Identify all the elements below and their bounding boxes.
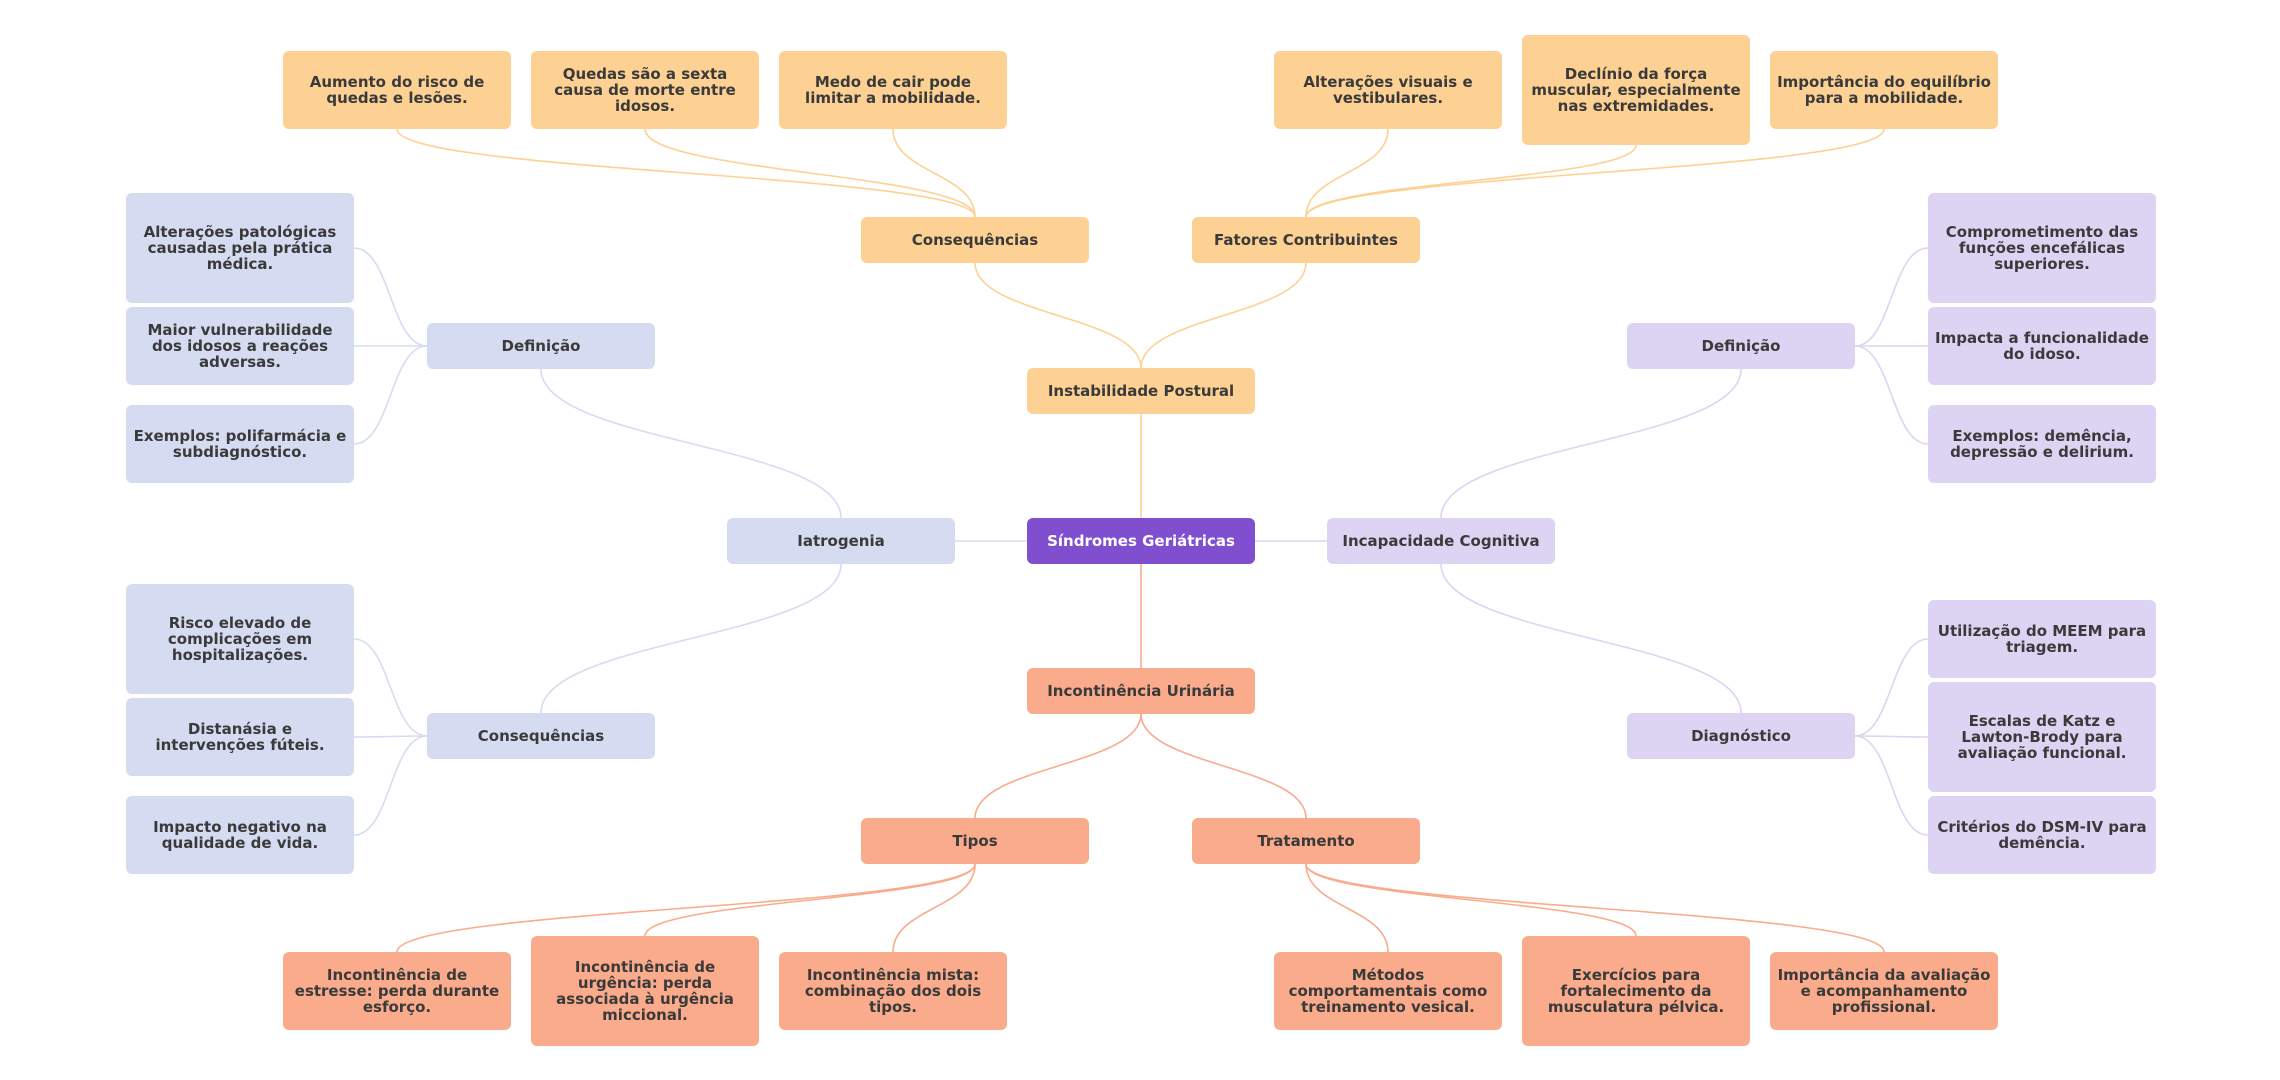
exemplos-polifarmacia-node[interactable]: Exemplos: polifarmácia e subdiagnóstico. — [126, 405, 354, 483]
connector-cog_diagnostico-katz — [1854, 735, 1929, 738]
connector-fatores-alteracoes_visuais — [1305, 128, 1389, 218]
exemplos-demencia-node[interactable]: Exemplos: demência, depressão e delirium… — [1928, 405, 2156, 483]
impacto-negativo-node[interactable]: Impacto negativo na qualidade de vida. — [126, 796, 354, 874]
meem-node[interactable]: Utilização do MEEM para triagem. — [1928, 600, 2156, 678]
connector-consequencias_top-quedas_sexta — [644, 128, 976, 218]
connector-incontinencia-tratamento — [1140, 713, 1307, 819]
incontinencia-urinaria-node[interactable]: Incontinência Urinária — [1027, 668, 1255, 714]
connector-tratamento-exercicios — [1305, 863, 1637, 937]
connector-cog_definicao-exemplos_demencia — [1854, 345, 1929, 445]
connector-cog_definicao-comprometimento — [1854, 247, 1929, 347]
cognitiva-definicao-node[interactable]: Definição — [1627, 323, 1855, 369]
dsm-iv-node[interactable]: Critérios do DSM-IV para demência. — [1928, 796, 2156, 874]
iatrogenia-node[interactable]: Iatrogenia — [727, 518, 955, 564]
risco-elevado-node[interactable]: Risco elevado de complicações em hospita… — [126, 584, 354, 694]
connector-incapacidade-cog_diagnostico — [1440, 563, 1742, 714]
connector-iat_consequencias-impacto_negativo — [353, 735, 428, 836]
katz-lawton-node[interactable]: Escalas de Katz e Lawton-Brody para aval… — [1928, 682, 2156, 792]
connector-tratamento-metodos — [1305, 863, 1389, 953]
connector-iat_definicao-alteracoes_patologicas — [353, 247, 428, 347]
declinio-forca-node[interactable]: Declínio da força muscular, especialment… — [1522, 35, 1750, 145]
connector-incontinencia-tipos — [974, 713, 1142, 819]
incontinencia-mista-node[interactable]: Incontinência mista: combinação dos dois… — [779, 952, 1007, 1030]
connector-iat_consequencias-distanasia — [353, 735, 428, 738]
connector-fatores-importancia_equilibrio — [1305, 128, 1885, 218]
instabilidade-postural-node[interactable]: Instabilidade Postural — [1027, 368, 1255, 414]
connector-tratamento-importancia_avaliacao — [1305, 863, 1885, 953]
incontinencia-urgencia-node[interactable]: Incontinência de urgência: perda associa… — [531, 936, 759, 1046]
connector-tipos-urgencia — [644, 863, 976, 937]
fatores-contribuintes-node[interactable]: Fatores Contribuintes — [1192, 217, 1420, 263]
alteracoes-visuais-node[interactable]: Alterações visuais e vestibulares. — [1274, 51, 1502, 129]
medo-cair-node[interactable]: Medo de cair pode limitar a mobilidade. — [779, 51, 1007, 129]
comprometimento-node[interactable]: Comprometimento das funções encefálicas … — [1928, 193, 2156, 303]
connector-incapacidade-cog_definicao — [1440, 368, 1742, 519]
tipos-node[interactable]: Tipos — [861, 818, 1089, 864]
quedas-sexta-causa-node[interactable]: Quedas são a sexta causa de morte entre … — [531, 51, 759, 129]
consequencias-postural-node[interactable]: Consequências — [861, 217, 1089, 263]
iatrogenia-definicao-node[interactable]: Definição — [427, 323, 655, 369]
importancia-avaliacao-node[interactable]: Importância da avaliação e acompanhament… — [1770, 952, 1998, 1030]
connector-iatrogenia-iat_consequencias — [540, 563, 842, 714]
incontinencia-estresse-node[interactable]: Incontinência de estresse: perda durante… — [283, 952, 511, 1030]
tratamento-node[interactable]: Tratamento — [1192, 818, 1420, 864]
maior-vulnerabilidade-node[interactable]: Maior vulnerabilidade dos idosos a reaçõ… — [126, 307, 354, 385]
distanasia-node[interactable]: Distanásia e intervenções fúteis. — [126, 698, 354, 776]
cognitiva-diagnostico-node[interactable]: Diagnóstico — [1627, 713, 1855, 759]
connector-cog_diagnostico-meem — [1854, 638, 1929, 737]
incapacidade-cognitiva-node[interactable]: Incapacidade Cognitiva — [1327, 518, 1555, 564]
connector-iat_definicao-exemplos_polifarmacia — [353, 345, 428, 445]
importancia-equilibrio-node[interactable]: Importância do equilíbrio para a mobilid… — [1770, 51, 1998, 129]
connector-consequencias_top-medo_cair — [892, 128, 976, 218]
connector-iat_consequencias-risco_elevado — [353, 638, 428, 737]
connector-instabilidade-fatores — [1140, 262, 1307, 369]
risco-quedas-node[interactable]: Aumento do risco de quedas e lesões. — [283, 51, 511, 129]
metodos-comportamentais-node[interactable]: Métodos comportamentais como treinamento… — [1274, 952, 1502, 1030]
root-node[interactable]: Síndromes Geriátricas — [1027, 518, 1255, 564]
connector-tipos-estresse — [396, 863, 976, 953]
alteracoes-patologicas-node[interactable]: Alterações patológicas causadas pela prá… — [126, 193, 354, 303]
connector-instabilidade-consequencias_top — [974, 262, 1142, 369]
iatrogenia-consequencias-node[interactable]: Consequências — [427, 713, 655, 759]
connector-iatrogenia-iat_definicao — [540, 368, 842, 519]
connector-tipos-mista — [892, 863, 976, 953]
impacta-funcionalidade-node[interactable]: Impacta a funcionalidade do idoso. — [1928, 307, 2156, 385]
connector-fatores-declinio_forca — [1305, 144, 1637, 218]
exercicios-pelvicos-node[interactable]: Exercícios para fortalecimento da muscul… — [1522, 936, 1750, 1046]
connector-cog_diagnostico-dsm — [1854, 735, 1929, 836]
connector-consequencias_top-risco_quedas — [396, 128, 976, 218]
